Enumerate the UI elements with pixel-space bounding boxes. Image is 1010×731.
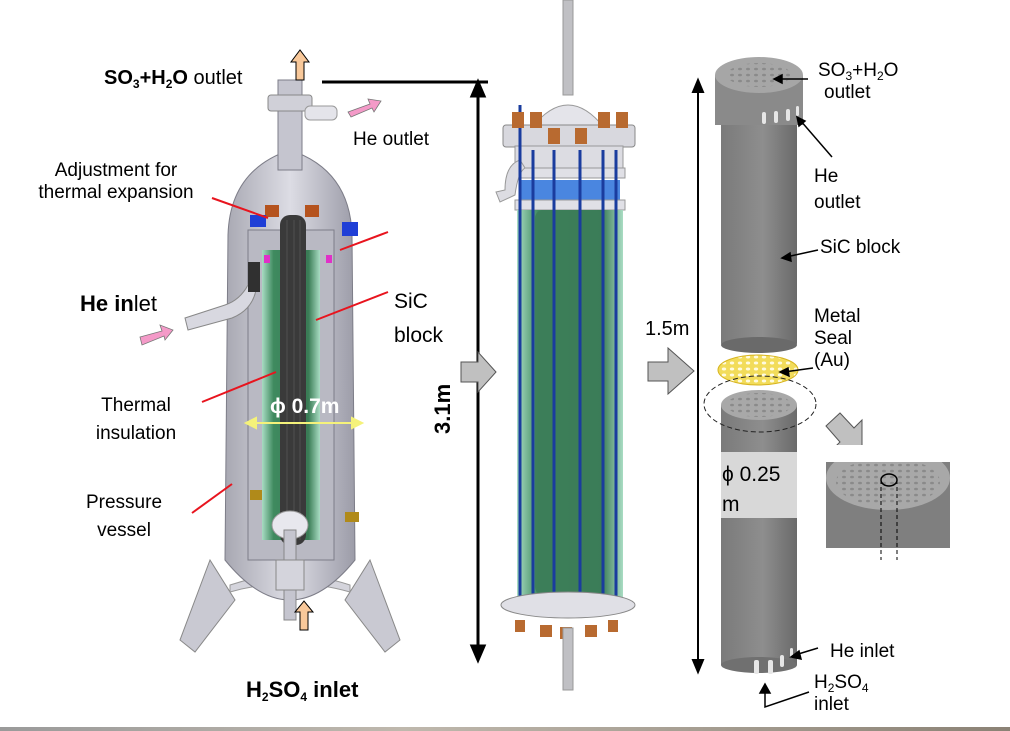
sic-line2: block — [394, 324, 444, 347]
so3-sub1: 3 — [132, 77, 140, 91]
so3-rest: outlet — [187, 67, 243, 89]
right-h2so4-inlet-label: H2SO4 inlet — [814, 672, 869, 716]
so3-mid: +H — [139, 67, 166, 89]
diameter-0-25m-label: ϕ 0.25 m — [722, 460, 780, 520]
h2so4-rest: inlet — [307, 677, 359, 702]
h2so4-prefix: H — [246, 677, 262, 702]
so3-h2o-outlet-label: SO3+H2O outlet — [104, 67, 243, 91]
height-1-5m-label: 1.5m — [645, 318, 690, 340]
he-outlet-arrow — [347, 98, 382, 118]
bottom-divider — [0, 727, 1010, 731]
he-inlet-rest: let — [133, 291, 158, 316]
right-so3-sub1: 3 — [845, 69, 853, 83]
right-sic-block-label: SiC block — [820, 237, 901, 258]
right-so3-sub2: 2 — [876, 69, 884, 83]
right-he-inlet-label: He inlet — [830, 641, 895, 662]
right-he-outlet-line1: He — [814, 166, 839, 187]
so3-prefix: SO — [104, 67, 133, 89]
right-so3-mid: +H — [852, 60, 877, 81]
transition-arrow-2 — [647, 346, 695, 396]
right-so3-outlet-label: SO3+H2O outlet — [818, 60, 898, 104]
pressure-line2: vessel — [97, 520, 151, 541]
right-he-outlet-label: He outlet — [814, 164, 860, 216]
right-he-outlet-line2: outlet — [814, 192, 861, 213]
diameter-arrow — [243, 416, 365, 430]
assembly-drawing — [495, 0, 636, 691]
adjustment-line1: Adjustment for — [54, 160, 178, 181]
h2so4-mid: SO — [268, 677, 301, 702]
adjustment-label: Adjustment for thermal expansion — [26, 160, 206, 204]
he-inlet-arrow — [139, 324, 174, 346]
right-h2so4-mid: SO — [834, 672, 862, 693]
right-h2so4-inlet-line1: H2SO4 — [814, 672, 869, 694]
right-h2so4-sub1: 2 — [827, 681, 835, 695]
right-h2so4-prefix: H — [814, 672, 828, 693]
adjustment-line2: thermal expansion — [38, 182, 194, 203]
metal-seal-label: Metal Seal (Au) — [814, 306, 860, 372]
diameter-line1: ϕ 0.25 — [722, 463, 781, 486]
right-so3-outlet-line2: outlet — [824, 82, 871, 103]
so3-sub2: 2 — [165, 77, 173, 91]
h2so4-inlet-arrow — [293, 600, 315, 631]
sic-line1: SiC — [394, 290, 428, 313]
thermal-insulation-label: Thermal insulation — [84, 392, 188, 448]
transition-arrow-1 — [460, 350, 497, 394]
height-dimension-1-5m — [691, 77, 705, 675]
h2so4-sub1: 2 — [261, 690, 269, 704]
so3-suffix: O — [172, 67, 188, 89]
diameter-line2: m — [722, 493, 740, 516]
pressure-vessel-label: Pressure vessel — [78, 489, 170, 545]
zoom-arrow — [825, 412, 863, 451]
so3-outlet-arrow — [290, 49, 310, 81]
thermal-line1: Thermal — [101, 395, 171, 416]
pressure-vessel-drawing — [179, 79, 401, 653]
right-h2so4-inlet-line2: inlet — [814, 694, 849, 715]
sic-block-label: SiC block — [394, 285, 443, 353]
he-inlet-label: He inlet — [80, 293, 157, 315]
right-so3-outlet-line1: SO3+H2O — [818, 60, 898, 82]
pressure-line1: Pressure — [85, 492, 163, 513]
metal-line3: (Au) — [814, 350, 850, 371]
metal-line1: Metal — [814, 306, 861, 327]
sic-block-drawing — [691, 57, 950, 709]
metal-line2: Seal — [814, 328, 853, 349]
leader-lines — [191, 197, 389, 514]
right-h2so4-sub2: 4 — [861, 681, 869, 695]
he-inlet-bold: He in — [80, 291, 134, 316]
h2so4-inlet-label: H2SO4 inlet — [246, 677, 359, 704]
he-outlet-label: He outlet — [353, 129, 430, 150]
right-so3-suffix: O — [883, 60, 899, 81]
right-so3-prefix: SO — [818, 60, 846, 81]
height-3-1m-label: 3.1m — [430, 383, 455, 434]
thermal-line2: insulation — [95, 423, 177, 444]
diameter-0-7m-label: ϕ 0.7m — [270, 395, 340, 418]
h2so4-sub2: 4 — [300, 690, 308, 704]
